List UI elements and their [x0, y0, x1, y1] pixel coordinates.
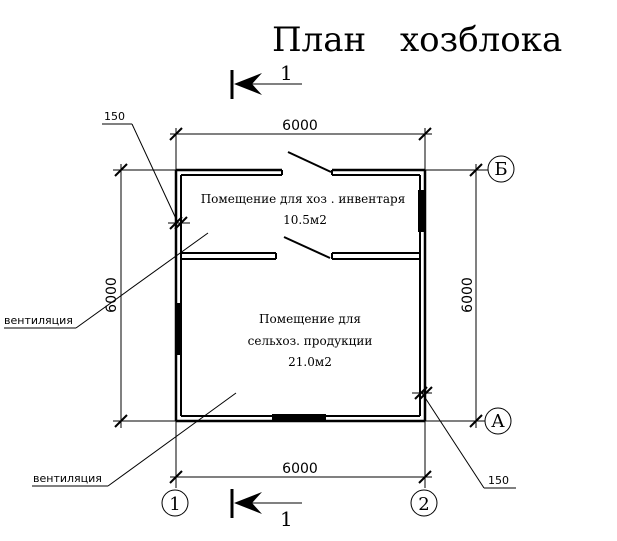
callout-150-bottom-right — [412, 386, 516, 489]
section-mark-top — [230, 70, 302, 99]
vent-label-lower: вентиляция — [33, 472, 102, 485]
axis-label-a: А — [491, 411, 505, 432]
room-storage-area: 10.5м2 — [283, 213, 327, 227]
callout-150-bottom-right-text: 150 — [488, 474, 509, 487]
vent-leader-lower — [32, 392, 237, 487]
dimension-bottom: 6000 — [282, 461, 318, 477]
axis-label-1: 1 — [169, 494, 180, 515]
axis-label-b: Б — [494, 159, 507, 180]
axis-bubble-a — [484, 407, 512, 435]
dimension-lines — [113, 127, 488, 488]
axis-bubble-1 — [161, 489, 189, 517]
room-storage-name: Помещение для хоз . инвентаря — [201, 192, 406, 206]
window-right — [418, 190, 424, 232]
callout-150-top-left — [102, 123, 190, 230]
axis-bubble-b — [487, 155, 515, 183]
door-interior — [283, 236, 331, 259]
vent-label-upper: вентиляция — [4, 314, 73, 327]
dimension-top: 6000 — [282, 118, 318, 134]
section-label-bottom: 1 — [280, 507, 293, 531]
dimension-right: 6000 — [460, 277, 476, 313]
section-mark-bottom — [230, 489, 302, 518]
callout-150-top-left-text: 150 — [104, 110, 125, 123]
axis-label-2: 2 — [418, 494, 429, 515]
section-label-top: 1 — [280, 61, 293, 85]
axis-bubbles — [161, 155, 515, 517]
outer-walls — [174, 168, 427, 423]
vent-leader-upper — [4, 232, 209, 329]
axis-bubble-2 — [410, 489, 438, 517]
room-produce-name-line1: Помещение для — [259, 312, 361, 326]
title-word-building: хозблока — [400, 20, 562, 60]
interior-partition — [181, 252, 420, 260]
title-word-plan: План — [272, 20, 366, 60]
room-produce-area: 21.0м2 — [288, 355, 332, 369]
dimension-left: 6000 — [104, 277, 120, 313]
window-bottom — [272, 414, 326, 420]
door-top — [287, 151, 332, 173]
window-left — [176, 303, 182, 355]
room-produce-name-line2: сельхоз. продукции — [248, 334, 373, 348]
